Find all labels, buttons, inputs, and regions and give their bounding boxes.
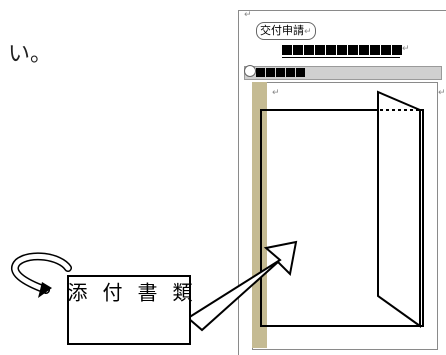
- redaction-block: [256, 67, 265, 77]
- kofu-shinsei-label: 交付申請: [260, 24, 304, 37]
- big-arrow-icon: [186, 240, 298, 332]
- redaction-block: [392, 45, 402, 55]
- body-text-fragment: い。: [8, 42, 53, 67]
- return-mark: ↵: [272, 88, 280, 98]
- callout-box: [67, 275, 191, 345]
- redaction-block: [293, 45, 303, 55]
- kofu-shinsei-button[interactable]: 交付申請↵: [256, 22, 316, 40]
- redacted-text: [256, 66, 305, 78]
- table-move-handle-icon[interactable]: [244, 65, 256, 77]
- redaction-block: [348, 45, 358, 55]
- callout-char: 書: [134, 282, 158, 302]
- return-mark: ↵: [244, 10, 252, 20]
- callout-label: 添付書類: [64, 282, 193, 338]
- return-mark: ↵: [304, 27, 312, 37]
- redacted-underline: [282, 57, 400, 58]
- redacted-text: [282, 44, 402, 56]
- redaction-block: [286, 67, 295, 77]
- return-mark: ↵: [438, 88, 446, 98]
- folder-drawing: [260, 90, 424, 328]
- return-mark: ↵: [402, 44, 410, 54]
- redaction-block: [276, 67, 285, 77]
- callout-char: 類: [169, 282, 193, 302]
- redaction-block: [296, 67, 305, 77]
- redaction-block: [337, 45, 347, 55]
- redaction-block: [266, 67, 275, 77]
- callout-char: 付: [99, 282, 123, 302]
- redaction-block: [326, 45, 336, 55]
- callout-char: 添: [64, 282, 88, 302]
- redaction-block: [359, 45, 369, 55]
- redaction-block: [370, 45, 380, 55]
- redaction-block: [315, 45, 325, 55]
- redaction-block: [282, 45, 292, 55]
- redaction-block: [304, 45, 314, 55]
- redaction-block: [381, 45, 391, 55]
- folder-back-panel: [260, 109, 424, 327]
- curved-arrowhead-icon: [38, 282, 52, 298]
- folder-side-panel: [377, 90, 421, 328]
